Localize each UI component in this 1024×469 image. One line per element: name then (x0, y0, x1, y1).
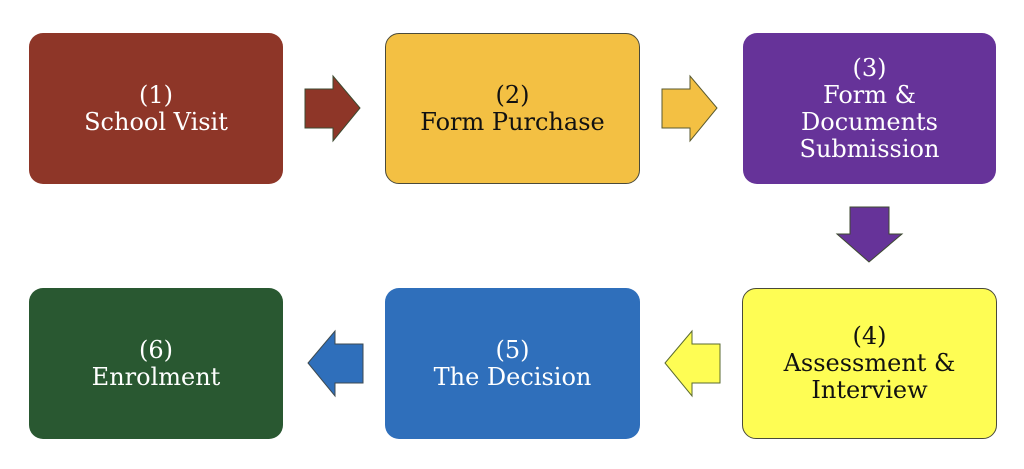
step-4-label-line-1: Assessment & (783, 349, 956, 377)
step-3-number: (3) (852, 53, 887, 82)
arrow-3-to-4 (835, 206, 904, 263)
step-6-number: (6) (139, 335, 173, 364)
step-5-box: (5) The Decision (385, 288, 640, 439)
arrow-left-icon (307, 329, 364, 398)
arrow-5-to-6 (307, 329, 364, 398)
step-6-box: (6) Enrolment (29, 288, 283, 439)
step-6-label: Enrolment (91, 362, 221, 391)
step-4-label-line-2: Interview (811, 376, 928, 404)
arrow-2-to-3 (661, 74, 718, 143)
step-5-label: The Decision (433, 362, 592, 391)
step-2-box: (2) Form Purchase (385, 33, 640, 184)
step-3-label-line-1: Form & (822, 80, 916, 109)
step-1-label: School Visit (84, 107, 228, 136)
step-2-number: (2) (495, 80, 530, 109)
arrow-left-icon (664, 329, 721, 398)
step-3-label-line-3: Submission (799, 134, 940, 163)
arrow-1-to-2 (304, 74, 361, 143)
step-3-box: (3) Form & Documents Submission (743, 33, 996, 184)
arrow-down-icon (835, 206, 904, 263)
step-1-box: (1) School Visit (29, 33, 283, 184)
step-3-label-line-2: Documents (801, 107, 938, 136)
arrow-4-to-5 (664, 329, 721, 398)
step-1-number: (1) (139, 80, 173, 109)
step-4-number: (4) (852, 322, 887, 350)
step-4-box: (4) Assessment & Interview (742, 288, 997, 439)
step-5-number: (5) (495, 335, 530, 364)
arrow-right-icon (304, 74, 361, 143)
arrow-right-icon (661, 74, 718, 143)
step-2-label: Form Purchase (420, 107, 605, 136)
